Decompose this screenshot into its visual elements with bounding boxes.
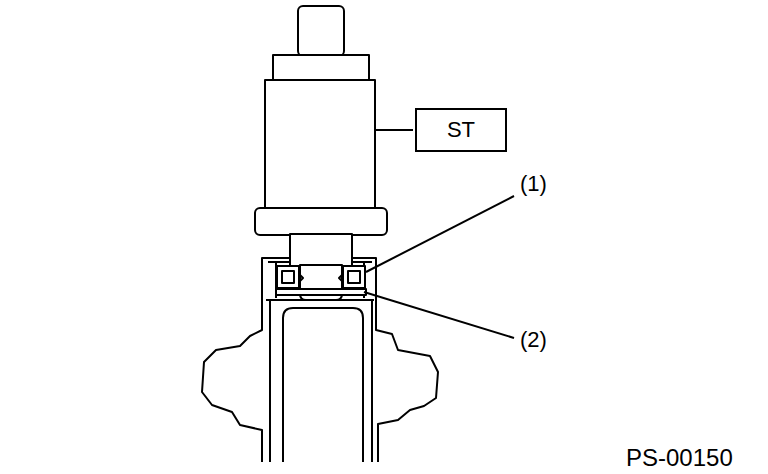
seal-lip <box>282 271 360 283</box>
callout-number: (2) <box>520 328 547 352</box>
leader-line <box>366 196 514 272</box>
housing-bore <box>266 300 374 462</box>
tool-step <box>273 55 369 81</box>
snap-ring <box>276 289 366 295</box>
tool-tip <box>298 6 344 56</box>
leader-line <box>375 129 413 131</box>
bore-inner <box>283 308 363 462</box>
housing <box>202 258 438 462</box>
tool-flange <box>255 208 387 235</box>
callout-number: (1) <box>520 172 547 196</box>
tool-body <box>265 80 375 210</box>
tool-label: ST <box>447 118 475 142</box>
figure-code: PS-00150 <box>626 445 733 471</box>
leader-line <box>364 292 514 338</box>
oil-seal <box>277 266 365 288</box>
tool-shaft <box>290 234 352 266</box>
tool-box: ST <box>415 108 507 152</box>
